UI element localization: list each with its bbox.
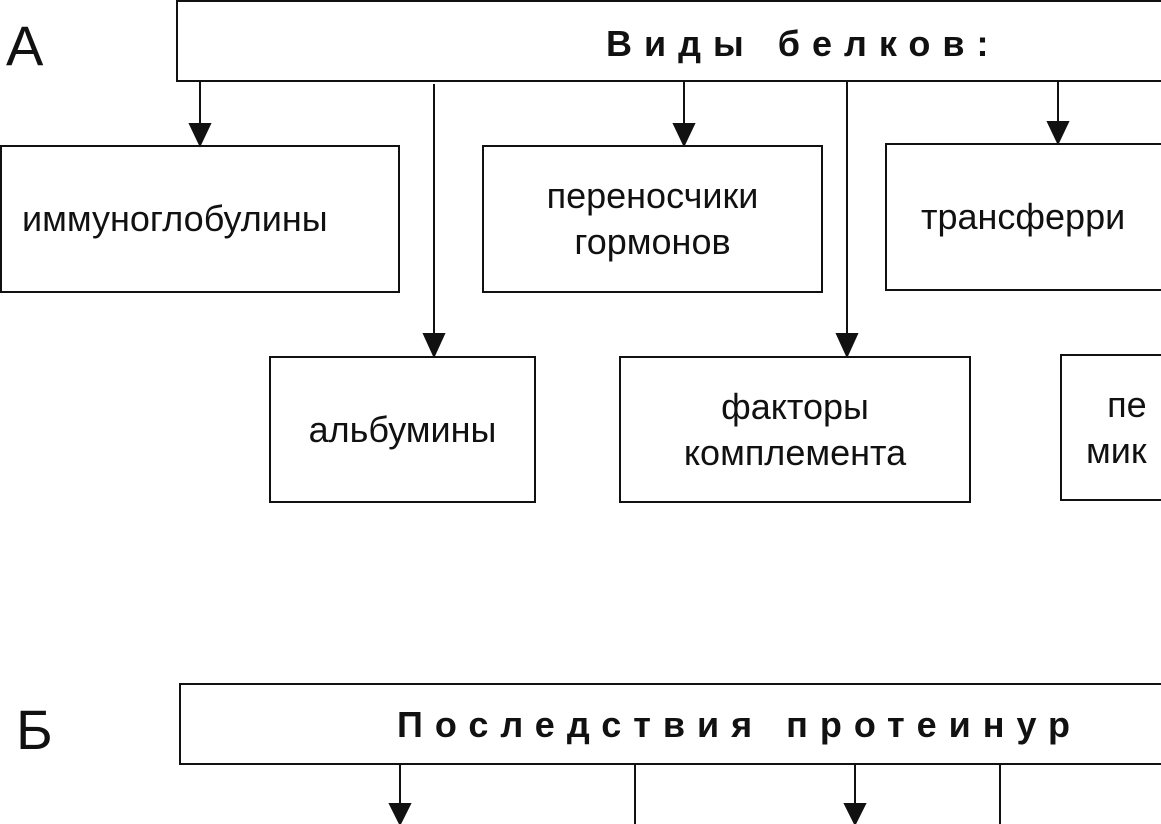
protein-label: трансферри [921, 196, 1126, 238]
section-b-title: Последствия протеинур [397, 704, 1083, 745]
protein-box-albumins: альбумины [269, 356, 536, 503]
protein-box-complement-factors: факторы комплемента [619, 356, 971, 503]
protein-label: альбумины [308, 408, 497, 450]
protein-box-microglobulin-carriers: пе мик [1060, 354, 1161, 501]
arrowhead-icon [1046, 121, 1070, 146]
protein-label: факторы комплемента [683, 385, 907, 473]
section-a-title: Виды белков: [606, 23, 1001, 64]
protein-label: иммуноглобулины [22, 198, 328, 240]
protein-box-immunoglobulins: иммуноглобулины [0, 145, 400, 293]
arrowhead-icon [843, 803, 867, 824]
arrowhead-icon [188, 123, 212, 148]
arrowhead-icon [388, 803, 412, 824]
arrowhead-icon [672, 123, 696, 148]
protein-box-transferrins: трансферри [885, 143, 1161, 291]
protein-label: пе мик [1086, 383, 1147, 471]
section-b-letter: Б [16, 698, 53, 761]
protein-box-hormone-carriers: переносчики гормонов [482, 145, 823, 293]
arrowhead-icon [422, 333, 446, 359]
section-a-letter: А [6, 14, 44, 77]
protein-label: переносчики гормонов [546, 175, 759, 262]
section-a-title-box: Виды белков: [176, 0, 1161, 82]
arrowhead-icon [835, 333, 859, 359]
section-b-title-box: Последствия протеинур [179, 683, 1161, 765]
